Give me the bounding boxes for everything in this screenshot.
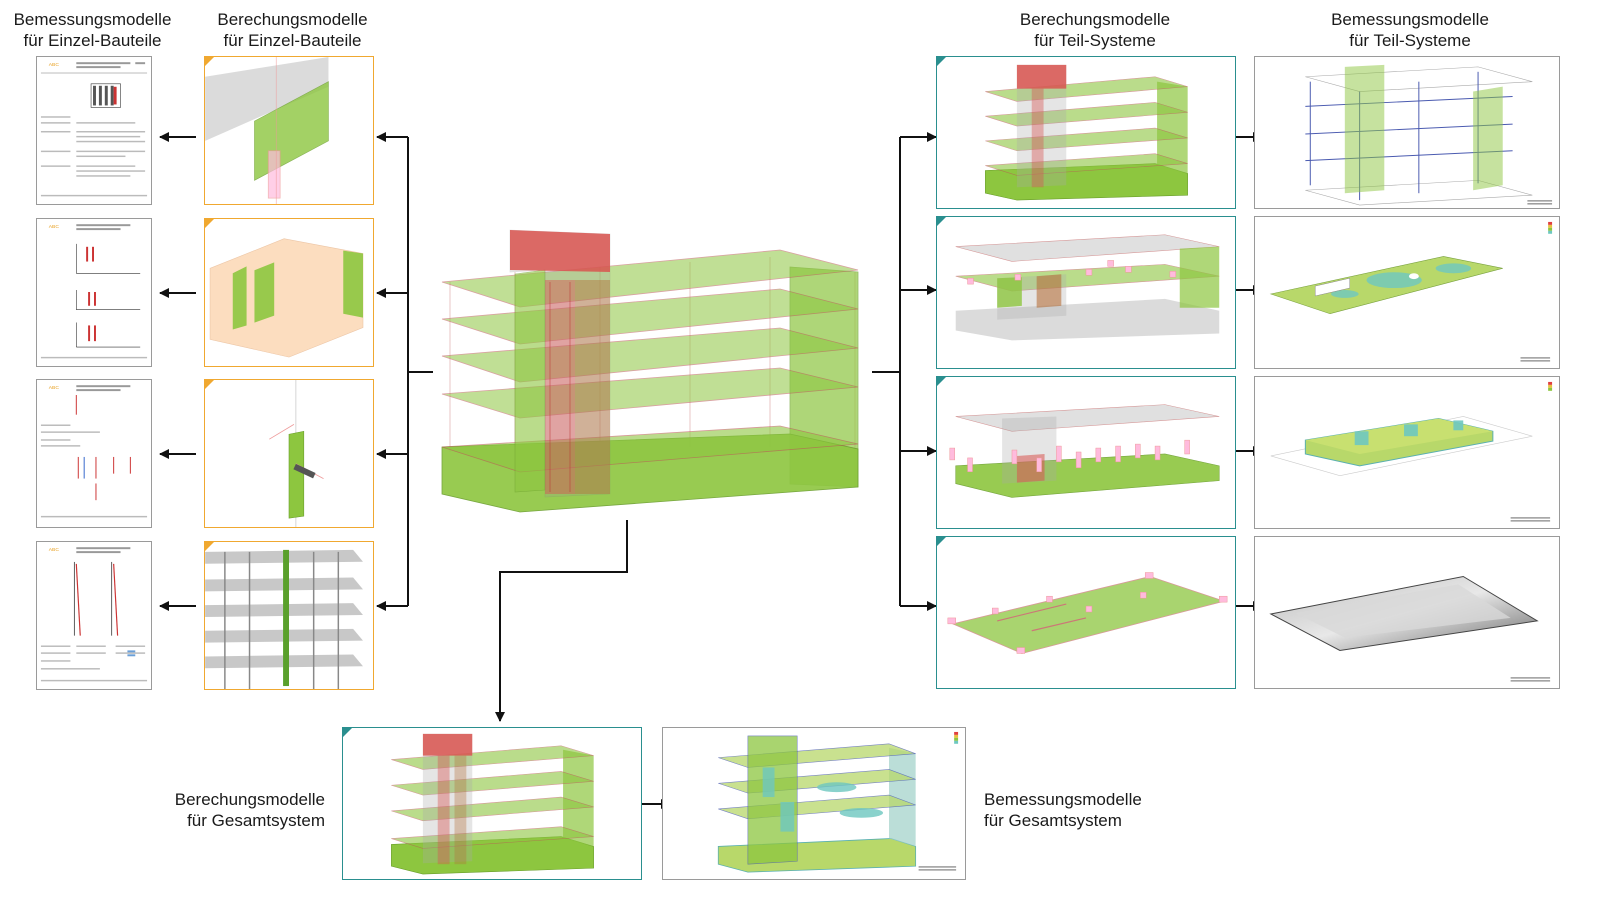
calc-subsystem-4	[936, 536, 1236, 689]
calc-single-member-wall	[204, 56, 374, 205]
column-model-graphic	[269, 380, 324, 527]
design-document-3: ABC	[36, 379, 152, 528]
panel-corner-marker	[937, 537, 946, 546]
document-page-graphic: ABC	[40, 547, 148, 682]
label-line: für Teil-Systeme	[1349, 31, 1471, 50]
panel-corner-marker	[205, 57, 214, 66]
label-line: Berechungsmodelle	[217, 10, 368, 29]
design-document-2: ABC	[36, 218, 152, 367]
label-line: Berechungsmodelle	[174, 790, 325, 809]
doc-brand-text: ABC	[49, 224, 60, 230]
label-line: für Einzel-Bauteile	[223, 31, 362, 50]
design-total-system	[662, 727, 966, 880]
document-page-graphic: ABC	[40, 62, 148, 197]
label-line: für Gesamtsystem	[187, 811, 325, 830]
label-design-total-system: Bemessungsmodelle für Gesamtsystem	[984, 789, 1184, 831]
design-subsystem-1	[1254, 56, 1560, 209]
doc-brand-text: ABC	[49, 547, 60, 553]
design-document-4: ABC	[36, 541, 152, 690]
design-document-1: ABC	[36, 56, 152, 205]
calc-subsystem-1	[936, 56, 1236, 209]
frame-model-graphic	[205, 549, 363, 689]
design-subsystem-3	[1254, 376, 1560, 529]
calc-subsystem-3	[936, 376, 1236, 529]
arrow-to-calc-total	[495, 520, 628, 722]
label-line: Bemessungsmodelle	[1331, 10, 1489, 29]
label-calc-single-members: Berechungsmodelle für Einzel-Bauteile	[200, 9, 385, 51]
subsystem-model-graphic	[955, 234, 1220, 341]
panel-corner-marker	[937, 57, 946, 66]
label-line: für Einzel-Bauteile	[23, 31, 162, 50]
panel-corner-marker	[205, 542, 214, 551]
label-calc-subsystems: Berechungsmodelle für Teil-Systeme	[995, 9, 1195, 51]
panel-corner-marker	[343, 728, 352, 737]
label-calc-total-system: Berechungsmodelle für Gesamtsystem	[140, 789, 325, 831]
label-design-single-members: Bemessungsmodelle für Einzel-Bauteile	[0, 9, 185, 51]
doc-brand-text: ABC	[49, 62, 60, 68]
design-result-graphic	[1270, 381, 1553, 522]
label-line: Berechungsmodelle	[1019, 10, 1171, 29]
calc-single-member-column	[204, 379, 374, 528]
calc-subsystem-2	[936, 216, 1236, 369]
room-model-graphic	[209, 238, 364, 358]
calc-total-system	[342, 727, 642, 880]
total-system-design-graphic	[717, 731, 959, 873]
subsystem-model-graphic	[949, 404, 1220, 498]
design-result-graphic	[1269, 221, 1553, 362]
design-result-graphic	[1269, 575, 1551, 682]
document-page-graphic: ABC	[40, 224, 148, 359]
label-line: Bemessungsmodelle	[13, 10, 172, 29]
calc-single-member-frame	[204, 541, 374, 690]
panel-corner-marker	[205, 219, 214, 228]
label-design-subsystems: Bemessungsmodelle für Teil-Systeme	[1310, 9, 1510, 51]
design-subsystem-2	[1254, 216, 1560, 369]
document-page-graphic: ABC	[40, 385, 148, 518]
label-line: Bemessungsmodelle	[984, 790, 1142, 809]
panel-corner-marker	[205, 380, 214, 389]
wall-model-graphic	[205, 57, 329, 204]
calc-single-member-room	[204, 218, 374, 367]
subsystem-model-graphic	[947, 572, 1228, 654]
label-line: für Teil-Systeme	[1034, 31, 1156, 50]
central-building-model	[441, 229, 859, 513]
design-result-graphic	[1305, 64, 1553, 206]
panel-corner-marker	[937, 377, 946, 386]
label-line: für Gesamtsystem	[984, 811, 1122, 830]
subsystem-model-graphic	[985, 64, 1188, 201]
doc-brand-text: ABC	[49, 385, 60, 391]
panel-corner-marker	[937, 217, 946, 226]
design-subsystem-4	[1254, 536, 1560, 689]
total-system-model-graphic	[391, 733, 594, 875]
